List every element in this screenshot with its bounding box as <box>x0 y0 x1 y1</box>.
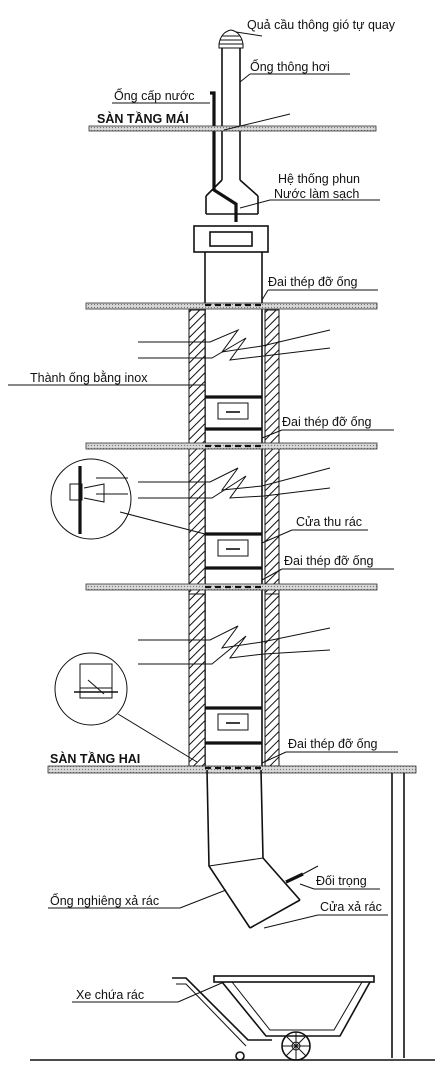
wall-left-upper <box>188 309 206 601</box>
door-block-1 <box>205 395 262 431</box>
spray-system <box>193 225 269 253</box>
label-vent-pipe: Ống thông hơi <box>250 59 330 74</box>
detail-circle-upper <box>50 458 206 540</box>
door-block-3 <box>205 706 262 745</box>
vent-ball <box>218 29 244 49</box>
label-vent-ball: Quả cầu thông gió tự quay <box>247 18 396 32</box>
trash-cart <box>172 975 375 1061</box>
label-discharge-door: Cửa xả rác <box>320 900 382 914</box>
water-pipe <box>210 91 238 222</box>
wall-right-lower <box>264 593 280 767</box>
steel-bands <box>205 303 262 770</box>
door-block-2 <box>205 532 262 570</box>
chute-shaft <box>204 252 263 770</box>
label-steel-band-1: Đai thép đỡ ống <box>268 275 358 289</box>
floor-slab-3 <box>85 583 378 591</box>
label-spray-line2: Nước làm sạch <box>274 187 359 201</box>
leader-lines <box>8 31 398 1003</box>
label-inox-wall: Thành ống bằng inox <box>30 370 148 385</box>
roof-slab <box>88 125 377 132</box>
label-steel-band-4: Đai thép đỡ ống <box>288 737 378 751</box>
wall-left-lower <box>188 593 206 767</box>
counterweight <box>285 865 319 884</box>
floor-slab-2 <box>85 442 378 450</box>
label-collect-door: Cửa thu rác <box>296 515 362 529</box>
slope-pipe <box>206 769 301 929</box>
label-steel-band-3: Đai thép đỡ ống <box>284 554 374 568</box>
vent-pipe <box>205 48 259 215</box>
label-water-pipe: Ống cấp nước <box>114 88 195 103</box>
detail-circle-lower <box>54 652 198 763</box>
label-trash-cart: Xe chứa rác <box>76 988 144 1002</box>
label-spray-line1: Hệ thống phun <box>278 172 360 186</box>
break-marks <box>138 328 331 665</box>
wall-right-upper <box>264 309 280 601</box>
label-steel-band-2: Đai thép đỡ ống <box>282 415 372 429</box>
right-column <box>391 773 405 1058</box>
floor-slab-second <box>47 765 417 774</box>
floor-slab-1 <box>85 302 378 310</box>
label-slope-pipe: Ống nghiêng xả rác <box>50 893 159 908</box>
label-counterweight: Đối trọng <box>316 874 367 888</box>
label-roof-floor: SÀN TẦNG MÁI <box>97 111 189 126</box>
label-second-floor: SÀN TẦNG HAI <box>50 751 140 766</box>
